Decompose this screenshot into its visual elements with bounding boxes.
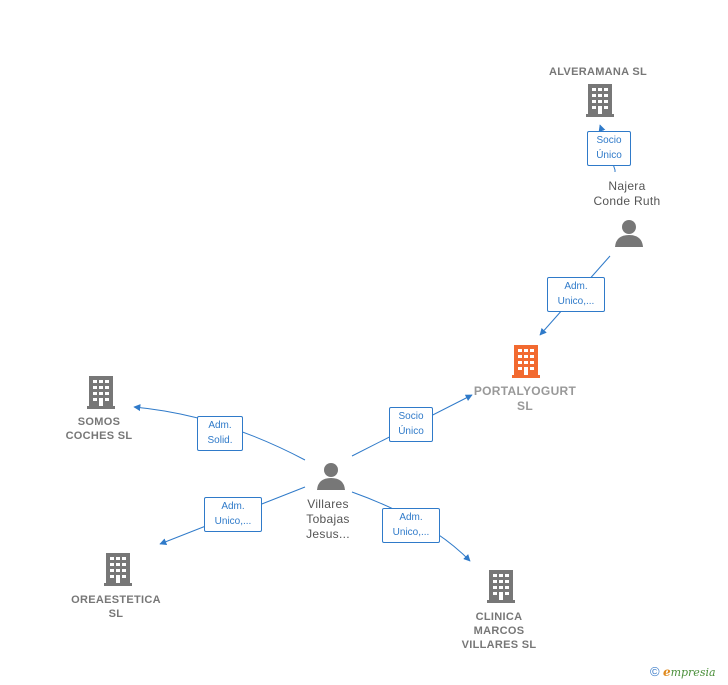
edge-label-najera-portalyogurt[interactable]: Adm. Unico,... bbox=[547, 277, 605, 312]
node-label-alveramana[interactable]: ALVERAMANA SL bbox=[548, 66, 647, 78]
node-label-somos[interactable]: SOMOS COCHES SL bbox=[65, 416, 133, 442]
copyright-symbol: © bbox=[650, 664, 660, 679]
node-label-oreaestetica[interactable]: OREAESTETICA SL bbox=[71, 594, 161, 620]
edge-label-villares-oreaestetica[interactable]: Adm. Unico,... bbox=[204, 497, 262, 532]
edge-label-villares-portalyogurt[interactable]: Socio Único bbox=[389, 407, 433, 442]
building-icon[interactable] bbox=[487, 570, 515, 603]
node-label-villares[interactable]: Villares Tobajas Jesus... bbox=[306, 497, 350, 541]
brand-initial: e bbox=[662, 665, 671, 679]
edge-label-villares-somos[interactable]: Adm. Solid. bbox=[197, 416, 243, 451]
node-label-portalyogurt[interactable]: PORTALYOGURT SL bbox=[473, 384, 577, 413]
edge-label-villares-clinica[interactable]: Adm. Unico,... bbox=[382, 508, 440, 543]
building-icon[interactable] bbox=[87, 376, 115, 409]
person-icon[interactable] bbox=[317, 463, 345, 490]
node-label-najera[interactable]: Najera Conde Ruth bbox=[593, 179, 661, 208]
node-label-clinica[interactable]: CLINICA MARCOS VILLARES SL bbox=[461, 611, 537, 651]
building-icon-focus[interactable] bbox=[512, 345, 540, 378]
empresia-logo[interactable]: © empresia bbox=[650, 664, 716, 679]
edge-label-najera-alveramana[interactable]: Socio Único bbox=[587, 131, 631, 166]
brand-name: mpresia bbox=[670, 666, 716, 679]
person-icon[interactable] bbox=[615, 220, 643, 247]
building-icon[interactable] bbox=[104, 553, 132, 586]
building-icon[interactable] bbox=[586, 84, 614, 117]
